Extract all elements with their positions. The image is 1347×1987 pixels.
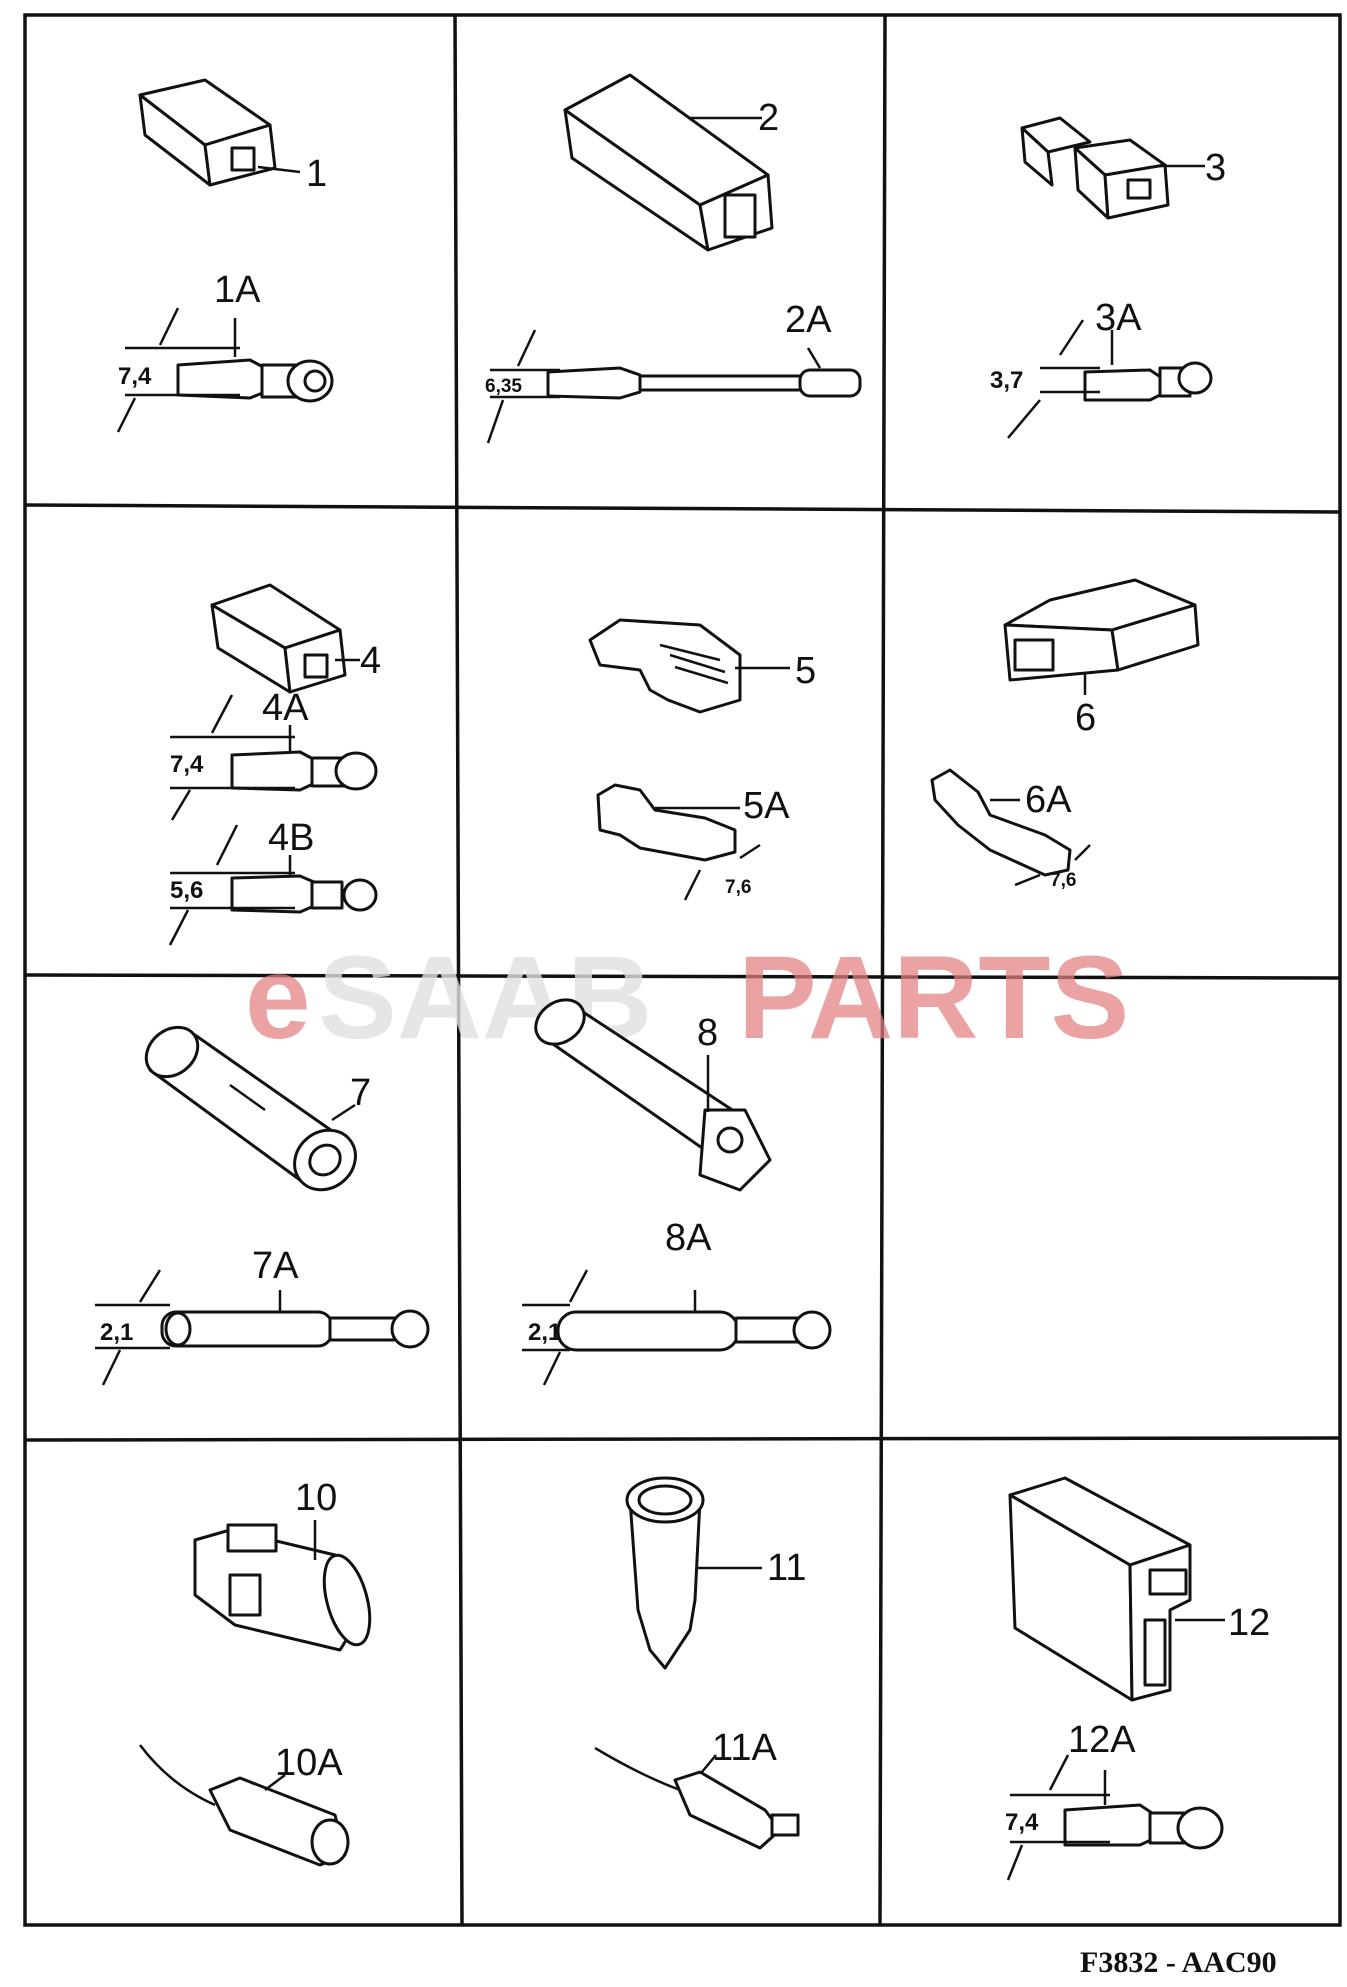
- terminal-8A-drawing: [522, 1269, 832, 1386]
- watermark-suffix: PARTS: [738, 932, 1129, 1064]
- housing-5-drawing: [588, 618, 790, 714]
- watermark-prefix: e: [245, 932, 311, 1064]
- terminal-dim-7A: 2,1: [100, 1319, 133, 1346]
- terminal-label-3A: 3A: [1095, 297, 1142, 339]
- terminal-7A-drawing: [95, 1269, 430, 1386]
- terminal-4B-drawing: [168, 824, 378, 946]
- part-label-12: 12: [1228, 1602, 1270, 1644]
- housing-3-drawing: [1020, 116, 1205, 220]
- part-label-4: 4: [360, 640, 381, 682]
- part-label-8: 8: [697, 1012, 718, 1054]
- terminal-label-6A: 6A: [1025, 779, 1072, 821]
- part-label-2: 2: [758, 97, 779, 139]
- terminal-6A-drawing: [930, 768, 1091, 887]
- terminal-dim-1A: 7,4: [118, 363, 152, 390]
- terminal-dim-4A: 7,4: [170, 751, 204, 778]
- grid-frame: [23, 13, 1342, 1927]
- housing-7-drawing: [144, 1025, 357, 1192]
- terminal-label-5A: 5A: [743, 785, 790, 827]
- housing-11-drawing: [625, 1476, 762, 1670]
- housing-10-drawing: [193, 1520, 372, 1652]
- terminal-label-4A: 4A: [262, 687, 309, 729]
- terminal-dim-4B: 5,6: [170, 877, 203, 904]
- part-label-11: 11: [767, 1547, 806, 1589]
- part-label-1: 1: [306, 153, 327, 195]
- terminal-3A-drawing: [1007, 319, 1213, 439]
- terminal-12A-drawing: [1006, 1754, 1224, 1881]
- housing-1-drawing: [138, 78, 301, 187]
- part-label-6: 6: [1075, 697, 1096, 739]
- terminal-4A-drawing: [170, 694, 378, 821]
- terminal-label-4B: 4B: [268, 817, 314, 859]
- terminal-2A-drawing: [486, 329, 862, 444]
- terminal-10A-drawing: [139, 1744, 350, 1867]
- housing-8-drawing: [534, 998, 772, 1192]
- terminal-label-7A: 7A: [252, 1245, 299, 1287]
- terminal-5A-drawing: [596, 783, 761, 901]
- terminal-label-12A: 12A: [1068, 1719, 1136, 1761]
- housing-6-drawing: [1003, 578, 1200, 695]
- housing-2-drawing: [563, 73, 774, 252]
- terminal-1A-drawing: [116, 307, 334, 433]
- terminal-dim-8A: 2,1: [528, 1319, 561, 1346]
- terminal-label-8A: 8A: [665, 1217, 712, 1259]
- terminal-dim-5A: 7,6: [725, 877, 751, 898]
- terminal-11A-drawing: [594, 1746, 800, 1850]
- terminal-label-10A: 10A: [275, 1742, 343, 1784]
- part-label-7: 7: [350, 1072, 371, 1114]
- terminal-dim-3A: 3,7: [990, 367, 1023, 394]
- footer-code: F3832 - AAC90: [1080, 1946, 1277, 1979]
- terminal-label-11A: 11A: [712, 1727, 777, 1769]
- terminal-label-1A: 1A: [214, 269, 261, 311]
- part-label-3: 3: [1205, 147, 1226, 189]
- terminal-dim-2A: 6,35: [485, 376, 522, 397]
- terminal-dim-6A: 7,6: [1050, 870, 1076, 891]
- terminal-label-2A: 2A: [785, 299, 832, 341]
- watermark: e SAAB PARTS: [245, 932, 1129, 1064]
- housing-4-drawing: [210, 583, 360, 694]
- housing-12-drawing: [1008, 1476, 1225, 1702]
- part-label-10: 10: [295, 1477, 337, 1519]
- part-label-5: 5: [795, 650, 816, 692]
- terminal-dim-12A: 7,4: [1005, 1809, 1039, 1836]
